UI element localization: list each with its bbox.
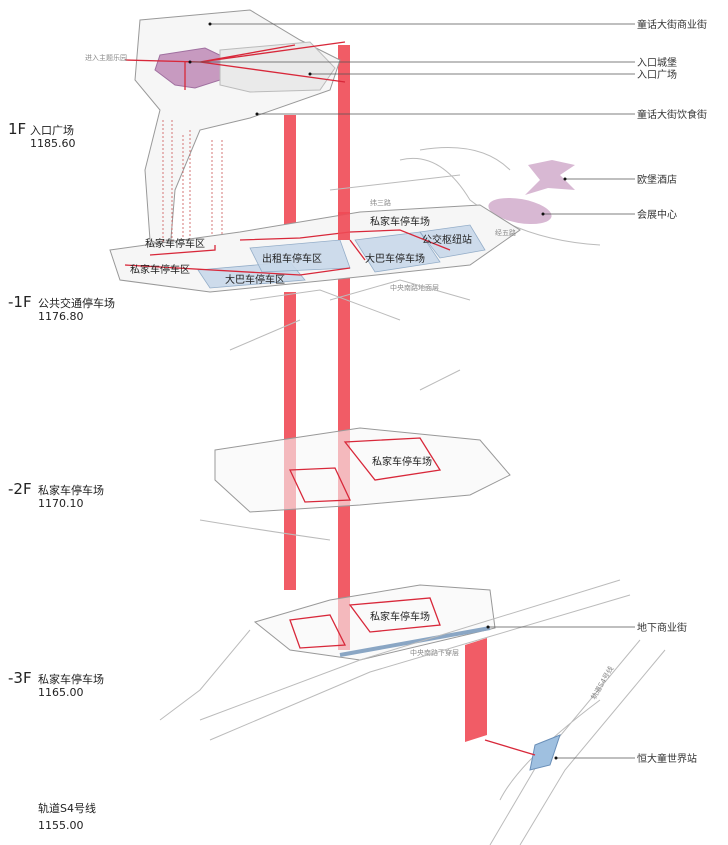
zone-label: 私家车停车区 bbox=[145, 237, 205, 250]
callout-label: 地下商业街 bbox=[637, 621, 687, 634]
level-code: -1F bbox=[8, 293, 32, 311]
callout-label: 入口城堡 bbox=[637, 56, 677, 69]
hotel-shape bbox=[525, 160, 575, 195]
road-label: 纬三路 bbox=[370, 198, 391, 207]
vertical-core-1 bbox=[284, 115, 296, 238]
level-b2-plate: 私家车停车场 bbox=[214, 427, 511, 513]
vertical-core-3 bbox=[465, 638, 487, 742]
zone-label: 出租车停车区 bbox=[262, 252, 322, 265]
level-code: 1F bbox=[8, 120, 26, 138]
road-label: 经五路 bbox=[495, 228, 516, 237]
vertical-core-2 bbox=[338, 45, 350, 650]
level-name: 公共交通停车场 bbox=[38, 296, 115, 310]
level-elevation: 1185.60 bbox=[30, 137, 76, 150]
underground-street bbox=[339, 626, 491, 657]
callouts: 童话大街商业街 入口城堡 入口广场 童话大街饮食街 欧堡酒店 会展中心 地下商业… bbox=[188, 18, 707, 765]
entry-castle-shape bbox=[154, 47, 231, 89]
callout-label: 童话大街饮食街 bbox=[637, 108, 707, 121]
level-1f-plate: 进入主题乐园 bbox=[85, 9, 346, 268]
zone-label: 私家车停车场 bbox=[372, 455, 432, 468]
zone-label: 私家车停车区 bbox=[130, 263, 190, 276]
level-code: -3F bbox=[8, 669, 32, 687]
level-elevation: 1170.10 bbox=[38, 497, 84, 510]
zone-label: 大巴车停车场 bbox=[365, 252, 425, 265]
level-name: 入口广场 bbox=[30, 123, 74, 137]
level-b1-plate: 私家车停车区 私家车停车区 出租车停车区 大巴车停车区 私家车停车场 大巴车停车… bbox=[109, 198, 521, 293]
expo-center-shape bbox=[488, 197, 552, 225]
level-elevation: 1176.80 bbox=[38, 310, 84, 323]
zone-label: 大巴车停车区 bbox=[225, 273, 285, 286]
zone-label: 私家车停车场 bbox=[370, 610, 430, 623]
road-label: 中央南路地面层 bbox=[390, 283, 439, 292]
level-labels: 1F 入口广场 1185.60 -1F 公共交通停车场 1176.80 -2F … bbox=[8, 120, 115, 832]
callout-label: 童话大街商业街 bbox=[637, 18, 707, 31]
callout-label: 欧堡酒店 bbox=[637, 173, 677, 186]
callout-label: 恒大童世界站 bbox=[637, 752, 697, 765]
rail-s4-line: 轨道S4号线 bbox=[484, 639, 666, 845]
level-elevation: 1155.00 bbox=[38, 819, 84, 832]
zone-label: 私家车停车场 bbox=[370, 215, 430, 228]
callout-label: 入口广场 bbox=[637, 68, 677, 81]
level-b3-plate: 私家车停车场 中央南路下穿层 bbox=[253, 584, 496, 661]
zone-label: 公交枢纽站 bbox=[422, 233, 472, 246]
level-name: 私家车停车场 bbox=[38, 672, 104, 686]
callout-label: 会展中心 bbox=[637, 208, 677, 221]
road-label: 轨道S4号线 bbox=[589, 665, 615, 701]
level-name: 私家车停车场 bbox=[38, 483, 104, 497]
entry-plaza-shape bbox=[219, 41, 336, 93]
level-elevation: 1165.00 bbox=[38, 686, 84, 699]
park-entry-label: 进入主题乐园 bbox=[85, 53, 127, 62]
vertical-core-2-through-b1 bbox=[338, 212, 350, 240]
level-name: 轨道S4号线 bbox=[38, 801, 96, 815]
level-code: -2F bbox=[8, 480, 32, 498]
station-shape bbox=[529, 734, 561, 771]
